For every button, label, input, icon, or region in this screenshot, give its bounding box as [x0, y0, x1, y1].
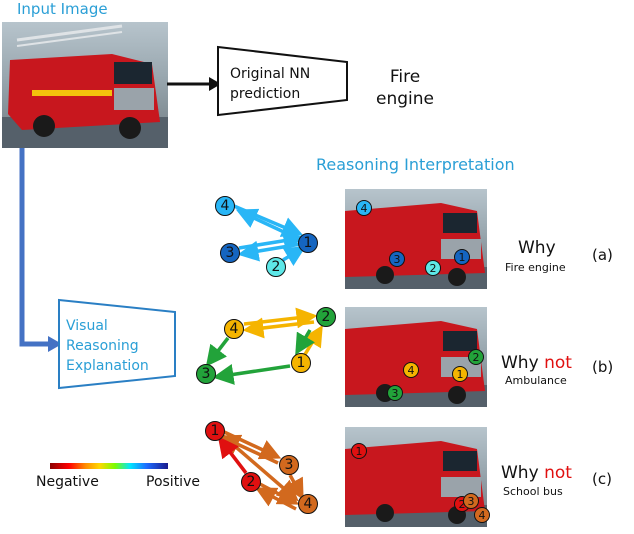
tag-c: (c)	[592, 470, 612, 488]
img-node-b-1: 1	[452, 366, 468, 382]
input-image	[2, 22, 168, 148]
nn-box-label: Original NN prediction	[230, 66, 311, 102]
node-c-1: 1	[205, 421, 225, 441]
legend-positive: Positive	[146, 474, 200, 490]
why-c-word: Why	[501, 463, 539, 483]
arrow-to-nn	[167, 77, 221, 91]
reasoning-title: Reasoning Interpretation	[316, 155, 515, 174]
explanation-box-shape	[58, 298, 176, 390]
img-node-b-4: 4	[403, 362, 419, 378]
fire-truck-illustration	[2, 24, 168, 148]
tag-b: (b)	[592, 358, 614, 376]
why-b: Why not	[501, 353, 572, 373]
node-b-4: 4	[224, 319, 244, 339]
color-scale-bar	[50, 463, 168, 469]
why-a: Why	[518, 238, 556, 258]
target-b: Ambulance	[505, 374, 567, 387]
image-b	[345, 307, 487, 407]
graph-c	[217, 429, 304, 511]
input-image-label: Input Image	[17, 0, 108, 18]
image-c	[345, 427, 487, 527]
node-a-2: 2	[266, 257, 286, 277]
why-a-word: Why	[518, 238, 556, 258]
img-node-c-1: 1	[351, 443, 367, 459]
node-c-4: 4	[298, 494, 318, 514]
node-b-3: 3	[196, 364, 216, 384]
target-c: School bus	[503, 485, 563, 498]
node-b-1: 1	[291, 353, 311, 373]
explanation-box-label: Visual Reasoning Explanation	[66, 318, 149, 374]
img-node-a-4: 4	[356, 200, 372, 216]
node-b-2: 2	[316, 307, 336, 327]
nn-box-shape	[217, 45, 348, 117]
target-a: Fire engine	[505, 261, 566, 274]
node-a-4: 4	[215, 196, 235, 216]
node-a-3: 3	[220, 243, 240, 263]
not-c-word: not	[544, 463, 572, 483]
graph-a	[233, 204, 307, 267]
img-node-c-4: 4	[474, 507, 490, 523]
node-c-2: 2	[241, 472, 261, 492]
img-node-c-3: 3	[463, 493, 479, 509]
why-b-word: Why	[501, 353, 539, 373]
img-node-a-2: 2	[425, 260, 441, 276]
not-b-word: not	[544, 353, 572, 373]
node-c-3: 3	[279, 455, 299, 475]
why-c: Why not	[501, 463, 572, 483]
tag-a: (a)	[592, 246, 613, 264]
node-a-1: 1	[298, 233, 318, 253]
img-node-b-3: 3	[387, 385, 403, 401]
prediction-text: Fire engine	[376, 67, 434, 109]
img-node-a-1: 1	[454, 249, 470, 265]
legend-negative: Negative	[36, 474, 99, 490]
img-node-b-2: 2	[468, 349, 484, 365]
arrow-to-explanation	[19, 148, 62, 352]
graph-b	[205, 307, 323, 385]
img-node-a-3: 3	[389, 251, 405, 267]
